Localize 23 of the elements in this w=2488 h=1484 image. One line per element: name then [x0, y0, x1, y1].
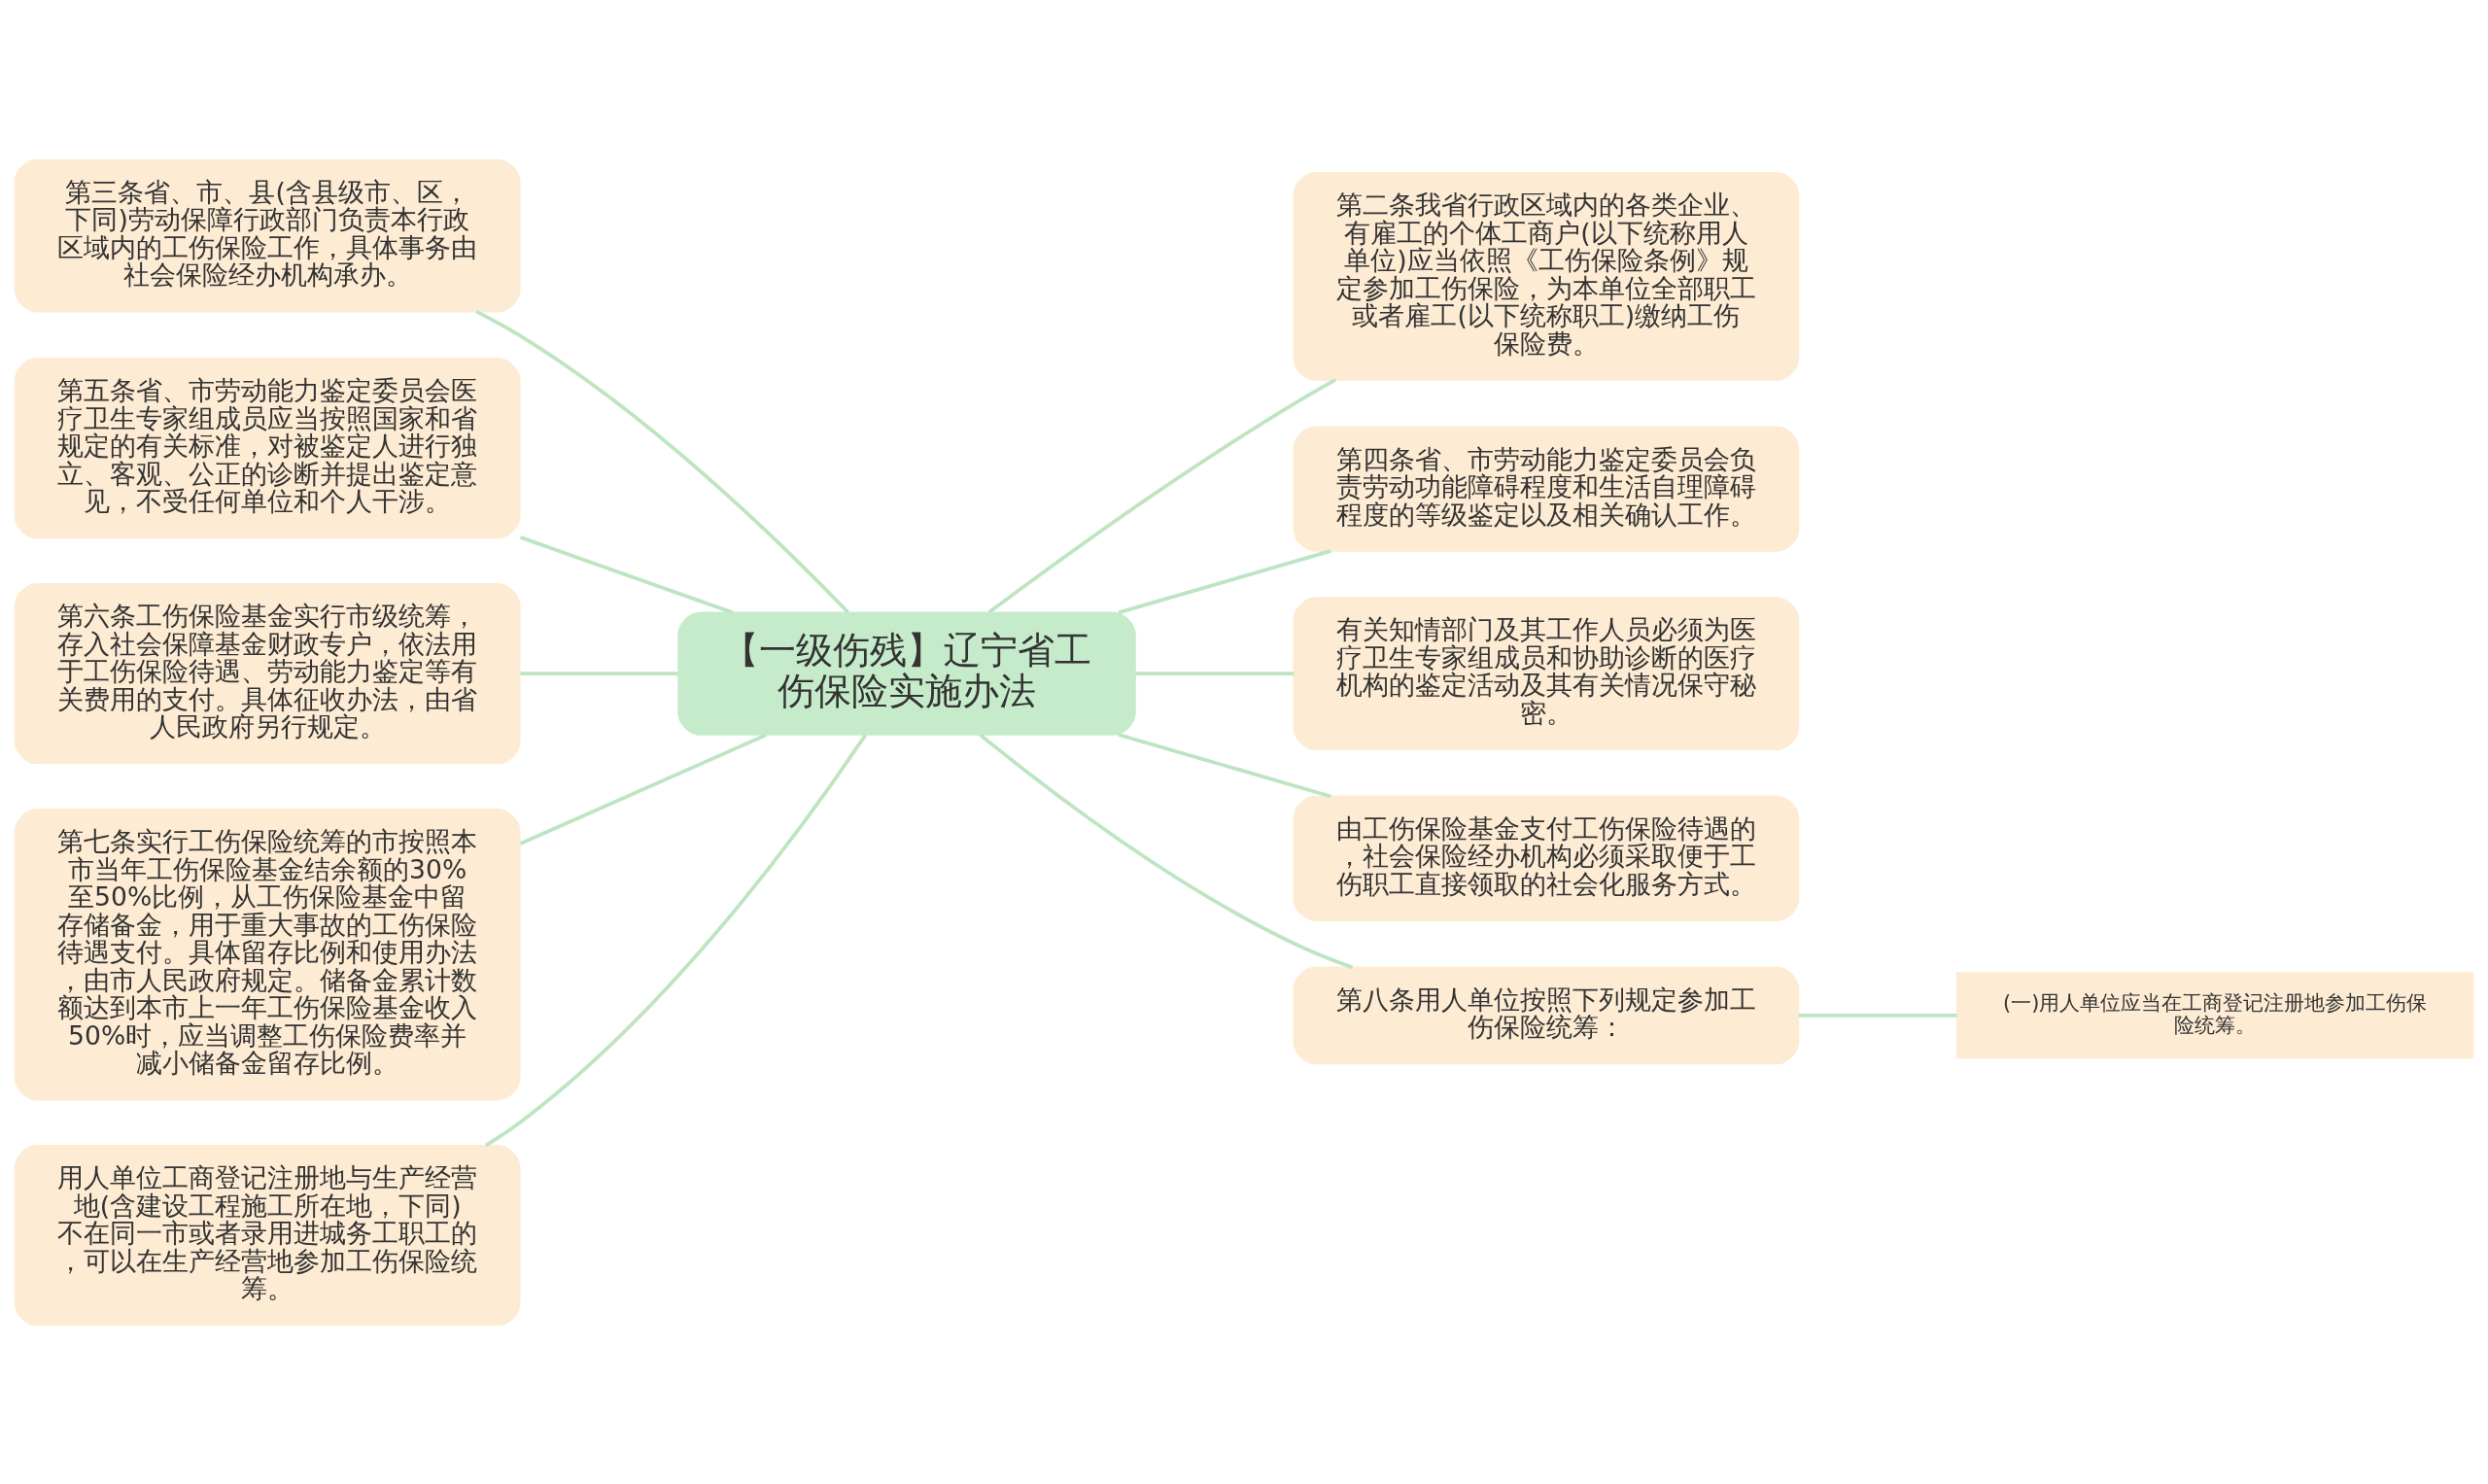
connector — [519, 733, 768, 846]
node-box: 第四条省、市劳动能力鉴定委员会负责劳动功能障碍程度和生活自理障碍程度的等级鉴定以及相关确认工作。 — [1293, 425, 1800, 552]
node-box: (一)用人单位应当在工商登记注册地参加工伤保险统筹。 — [1955, 971, 2474, 1059]
node-box: 第七条实行工伤保险统筹的市按照本市当年工伤保险基金结余额的30%至50%比例，从工伤保险基金中留存储备金，用于重大事故的工伤保险待遇支付。具体留存比例和使用办法，由市人民政府规定。储备金累计数额达到本市上一年工伤保险基金收入50%时，应当调整工伤保险费率并减小储备金留存比例。 — [14, 808, 521, 1100]
node-box: 第二条我省行政区域内的各类企业、有雇工的个体工商户(以下统称用人单位)应当依照《工伤保险条例》规定参加工伤保险，为本单位全部职工或者雇工(以下统称职工)缴纳工伤保险费。 — [1293, 171, 1800, 381]
node-box: 第八条用人单位按照下列规定参加工伤保险统筹： — [1293, 966, 1800, 1064]
connector — [1118, 732, 1331, 798]
connector — [1118, 548, 1331, 614]
connector — [519, 535, 734, 614]
connector — [484, 733, 868, 1147]
connector — [475, 309, 849, 613]
node-box: 用人单位工商登记注册地与生产经营地(含建设工程施工所在地，下同)不在同一市或者录用进城务工职工的，可以在生产经营地参加工伤保险统筹。 — [14, 1144, 521, 1326]
node-box: 有关知情部门及其工作人员必须为医疗卫生专家组成员和协助诊断的医疗机构的鉴定活动及其有关情况保守秘密。 — [1293, 596, 1800, 750]
node-box: 第三条省、市、县(含县级市、区，下同)劳动保障行政部门负责本行政区域内的工伤保险工作，具体事务由社会保险经办机构承办。 — [14, 158, 521, 312]
connector — [979, 733, 1354, 969]
node-box: 【一级伤残】辽宁省工伤保险实施办法 — [677, 610, 1136, 736]
connector — [1135, 671, 1295, 675]
node-box: 第六条工伤保险基金实行市级统筹，存入社会保障基金财政专户，依法用于工伤保险待遇、劳动能力鉴定等有关费用的支付。具体征收办法，由省人民政府另行规定。 — [14, 582, 521, 764]
connector — [987, 377, 1336, 614]
node-box: 第五条省、市劳动能力鉴定委员会医疗卫生专家组成员应当按照国家和省规定的有关标准，对被鉴定人进行独立、客观、公正的诊断并提出鉴定意见，不受任何单位和个人干涉。 — [14, 357, 521, 538]
connector — [1798, 1013, 1957, 1018]
node-box: 由工伤保险基金支付工伤保险待遇的，社会保险经办机构必须采取便于工伤职工直接领取的社会化服务方式。 — [1293, 795, 1800, 921]
connector — [520, 671, 678, 675]
